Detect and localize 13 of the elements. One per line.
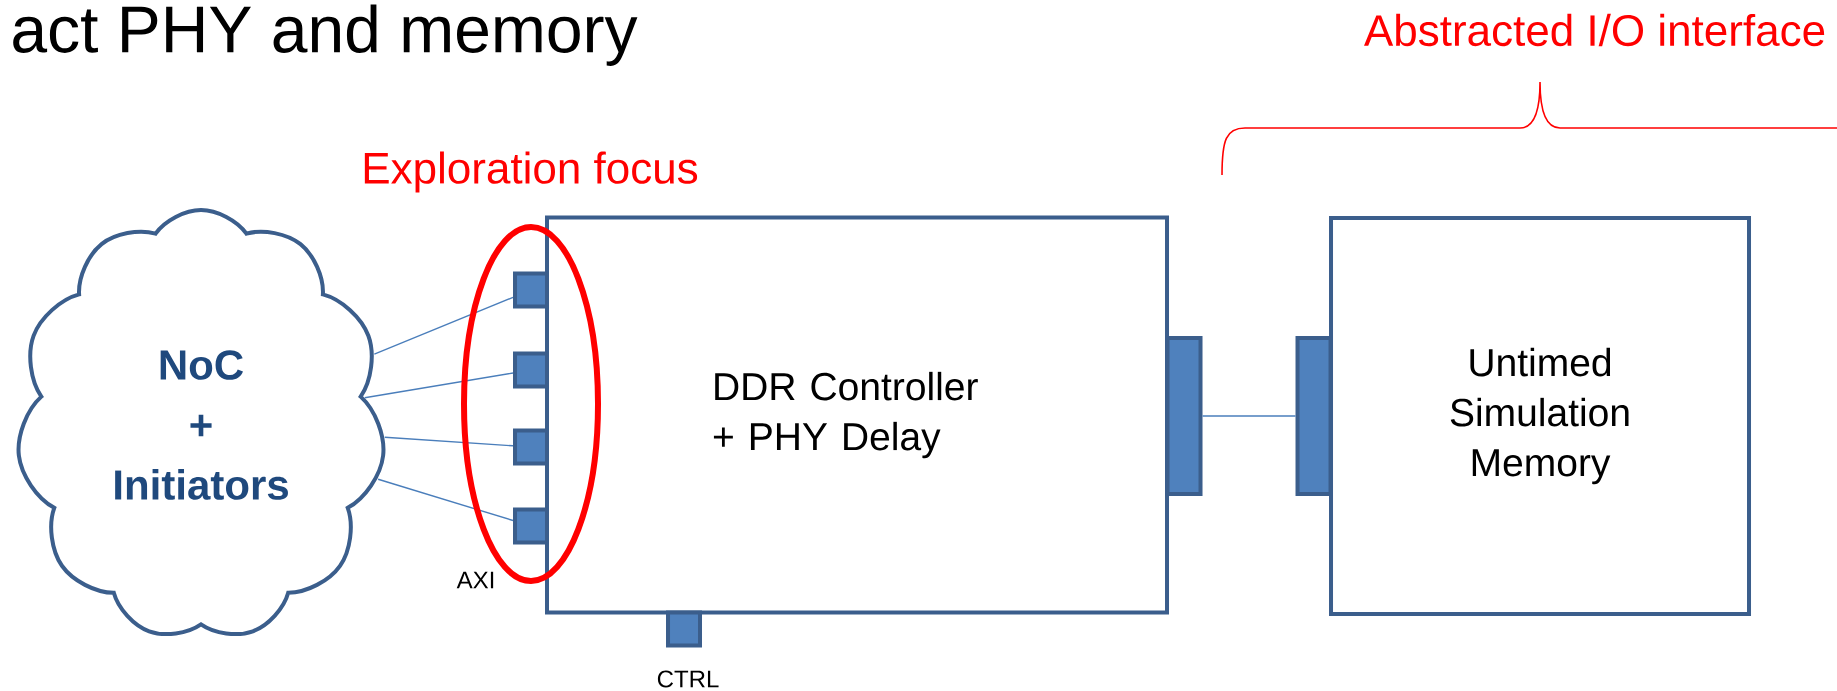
slide-title: act PHY and memory	[13, 4, 638, 66]
controller-box: DDR Controller + PHY Delay	[545, 215, 1169, 615]
connector-line	[1201, 415, 1297, 417]
annotation-text: Abstracted I/O interface	[1364, 13, 1825, 47]
connector-line	[384, 436, 514, 447]
connector-line	[377, 478, 514, 522]
memory-box: Untimed Simulation Memory	[1329, 216, 1751, 616]
annotation-text: Exploration focus	[364, 151, 698, 193]
port-square	[666, 610, 702, 648]
port-label: CTRL	[657, 670, 719, 688]
connector-line	[373, 296, 514, 355]
port-label: AXI	[456, 571, 494, 589]
connector-line	[364, 372, 514, 399]
